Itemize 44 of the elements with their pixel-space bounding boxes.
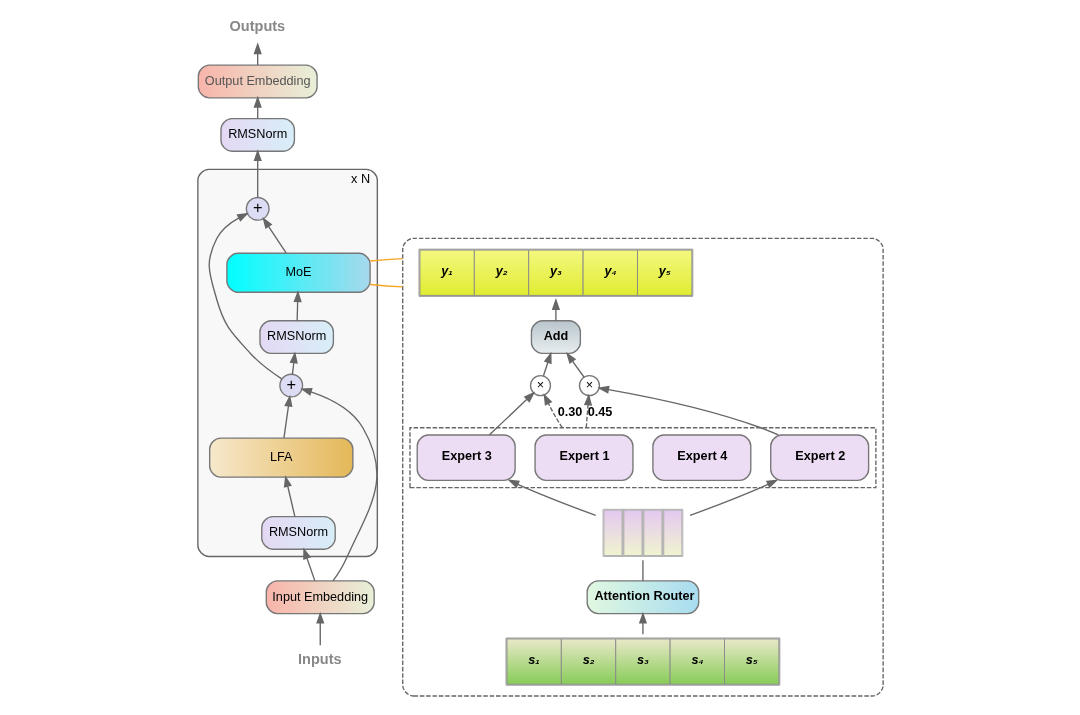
- arrow: [551, 298, 560, 322]
- node-text: Outputs: [229, 17, 285, 34]
- arrow: [688, 479, 778, 517]
- node-box: Expert 4: [651, 434, 751, 481]
- node-box: Add: [530, 320, 581, 355]
- node-box: Expert 3: [416, 434, 516, 481]
- edge-label: 0.30: [557, 405, 582, 420]
- node-box: Input Embedding: [265, 580, 375, 615]
- node-box: Attention Router: [586, 580, 699, 615]
- node-circle: ×: [529, 374, 551, 397]
- node-circle: +: [245, 196, 270, 221]
- arrow: [596, 385, 779, 436]
- arrow: [565, 352, 585, 378]
- arrow: [293, 290, 302, 322]
- arrow: [543, 393, 563, 429]
- node-box: Output Embedding: [197, 64, 318, 99]
- node-box: RMSNorm: [219, 117, 295, 152]
- node-box: MoE: [225, 252, 371, 293]
- cluster: [401, 237, 884, 697]
- arrow: [507, 479, 596, 517]
- node-circle: ×: [578, 374, 600, 397]
- arrow: [315, 611, 324, 646]
- node-box: RMSNorm: [258, 320, 334, 355]
- node-text: Inputs: [297, 651, 342, 668]
- node-circle: +: [278, 373, 303, 398]
- arrow: [542, 351, 552, 377]
- arrow: [302, 547, 316, 582]
- connector: [641, 559, 644, 582]
- arrow: [583, 393, 592, 429]
- arrow: [299, 388, 378, 582]
- arrow: [253, 149, 262, 198]
- connector: [368, 283, 403, 288]
- connector: [368, 258, 403, 262]
- node-box: Expert 1: [533, 434, 634, 481]
- arrow: [261, 216, 287, 254]
- node-box: RMSNorm: [260, 515, 336, 550]
- arrow: [488, 391, 535, 436]
- node-box: LFA: [208, 437, 354, 478]
- arrow: [282, 394, 292, 439]
- arrow: [283, 475, 295, 518]
- node-box: Expert 2: [769, 434, 869, 481]
- edge-label: 0.45: [587, 405, 612, 420]
- arrow: [208, 212, 282, 380]
- arrow: [638, 611, 647, 635]
